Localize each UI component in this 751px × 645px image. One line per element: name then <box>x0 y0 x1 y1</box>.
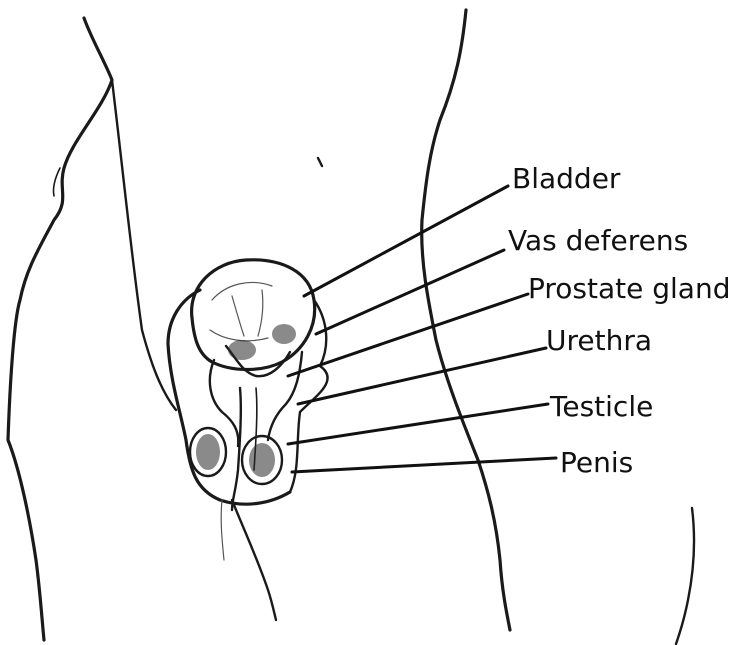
leader-prostate-gland <box>288 294 528 376</box>
leader-testicle <box>288 404 548 444</box>
labels: Bladder Vas deferens Prostate gland Uret… <box>508 162 730 479</box>
label-prostate-gland: Prostate gland <box>528 272 730 305</box>
organs-drawing <box>168 260 328 620</box>
label-bladder: Bladder <box>512 162 621 195</box>
leader-vas-deferens <box>316 250 504 334</box>
label-penis: Penis <box>560 446 633 479</box>
leader-penis <box>292 458 556 472</box>
leader-urethra <box>298 348 546 404</box>
label-urethra: Urethra <box>546 324 652 357</box>
label-vas-deferens: Vas deferens <box>508 224 688 257</box>
leader-bladder <box>304 186 508 296</box>
label-testicle: Testicle <box>549 390 653 423</box>
